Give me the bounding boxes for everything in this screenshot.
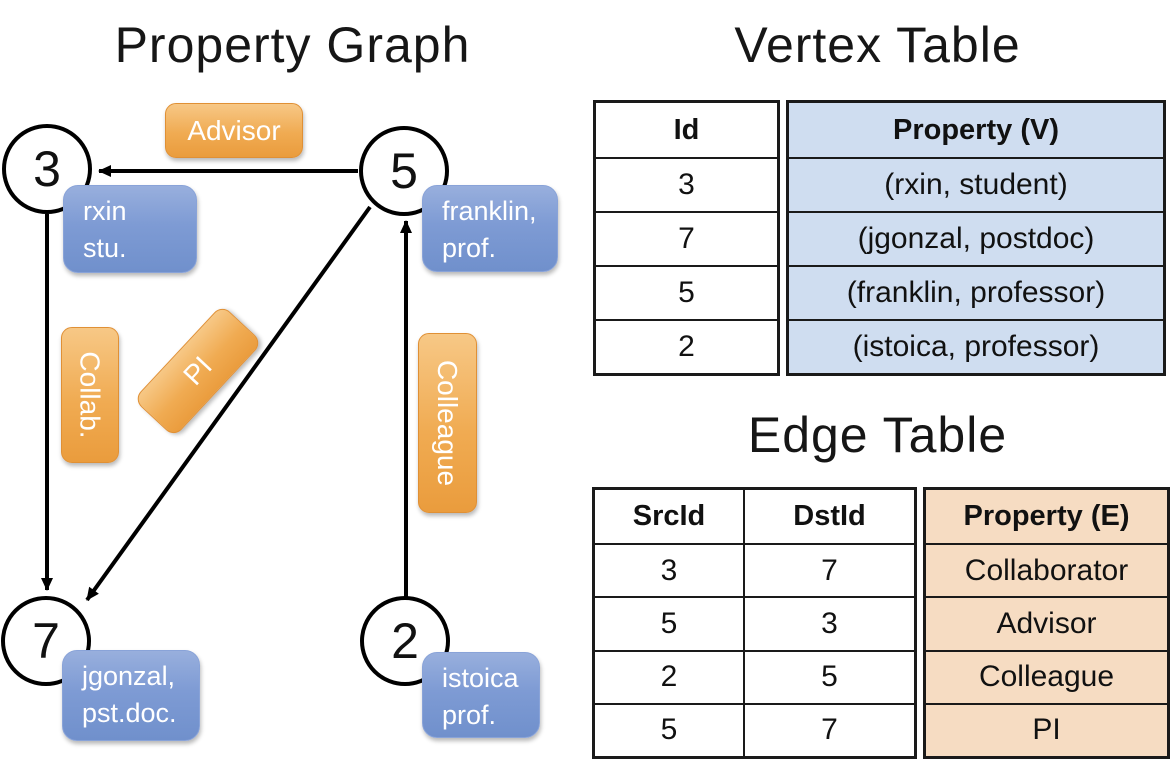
vertex-label-jgonzal: jgonzal, pst.doc. — [62, 650, 200, 741]
vertex-table-id-cell: 3 — [596, 157, 777, 211]
edge-table-property-header: Property (E) — [963, 500, 1130, 533]
edge-table-id-columns: SrcId DstId 3 7 5 3 2 5 5 7 — [592, 487, 917, 759]
vertex-table-property-cell: (franklin, professor) — [789, 265, 1163, 319]
node-5-id: 5 — [390, 143, 418, 199]
vertex-table-property-column: Property (V) (rxin, student) (jgonzal, p… — [786, 100, 1166, 376]
vertex-table-property-cell: (istoica, professor) — [789, 319, 1163, 373]
vertex-table-id-header: Id — [673, 113, 700, 146]
edge-label-text: Collab. — [75, 351, 107, 439]
vertex-label-line: prof. — [442, 233, 497, 263]
edge-table-title: Edge Table — [747, 407, 1008, 463]
edge-table-dstid-header: DstId — [743, 490, 914, 544]
vertex-label-franklin: franklin, prof. — [422, 185, 558, 272]
edge-table-srcid-header: SrcId — [632, 500, 706, 533]
edge-table-property-column: Property (E) Collaborator Advisor Collea… — [923, 487, 1170, 759]
vertex-table-title: Vertex Table — [734, 17, 1021, 73]
node-3: 3 — [2, 124, 92, 214]
vertex-label-istoica: istoica prof. — [422, 652, 540, 738]
vertex-table-id-cell: 5 — [596, 265, 777, 319]
edge-table-srcid-cell: 3 — [595, 543, 743, 596]
edge-pi-arrow — [85, 205, 372, 602]
edge-table-dstid-cell: 7 — [743, 702, 914, 756]
vertex-table-property-cell: (rxin, student) — [789, 157, 1163, 211]
edge-table-property-cell: Colleague — [926, 649, 1167, 703]
vertex-label-line: stu. — [83, 233, 127, 263]
edge-label-text: Colleague — [432, 359, 464, 487]
edge-table-srcid-cell: 2 — [595, 649, 743, 703]
vertex-table-id-cell: 7 — [596, 211, 777, 265]
vertex-table-property-cell: (jgonzal, postdoc) — [789, 211, 1163, 265]
edge-table-property-cell: Advisor — [926, 596, 1167, 649]
node-7-id: 7 — [32, 613, 60, 669]
vertex-label-line: jgonzal, — [82, 661, 176, 691]
edge-label-colleague: Colleague — [418, 333, 477, 513]
edge-table-property-cell: Collaborator — [926, 543, 1167, 596]
edge-table-dstid-cell: 5 — [743, 649, 914, 703]
edge-table-srcid-cell: 5 — [595, 702, 743, 756]
node-2-id: 2 — [391, 613, 419, 669]
edge-label-text: Advisor — [187, 114, 281, 146]
vertex-table-id-cell: 2 — [596, 319, 777, 373]
edge-label-collab: Collab. — [61, 327, 119, 463]
edge-label-advisor: Advisor — [165, 103, 303, 158]
vertex-label-line: prof. — [442, 700, 497, 730]
property-graph-title: Property Graph — [114, 17, 471, 73]
edge-table-dstid-cell: 3 — [743, 596, 914, 650]
edge-label-text: PI — [177, 350, 218, 391]
edge-table-property-cell: PI — [926, 702, 1167, 756]
vertex-label-line: rxin — [83, 196, 127, 226]
vertex-label-rxin: rxin stu. — [63, 185, 197, 273]
node-3-id: 3 — [33, 141, 61, 197]
edge-table-srcid-cell: 5 — [595, 596, 743, 649]
vertex-label-line: franklin, — [442, 196, 537, 226]
vertex-label-line: istoica — [442, 663, 519, 693]
vertex-table-property-header: Property (V) — [893, 113, 1059, 146]
vertex-table-id-column: Id 3 7 5 2 — [593, 100, 780, 376]
edge-table-dstid-cell: 7 — [743, 543, 914, 597]
vertex-label-line: pst.doc. — [82, 698, 177, 728]
